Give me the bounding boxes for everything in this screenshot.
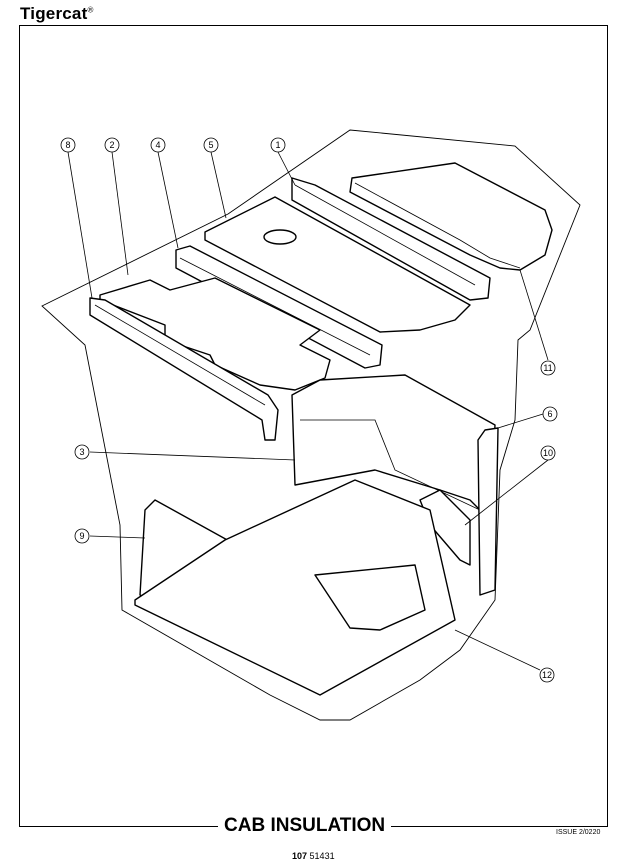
callout-8: 8 [60, 137, 76, 153]
part-11-rear-panel [349, 162, 553, 271]
document-number: 107 51431 [292, 851, 335, 861]
issue-label: ISSUE 2/0220 [556, 829, 601, 836]
document-number-bold: 107 [292, 851, 308, 861]
page-title: CAB INSULATION [218, 814, 392, 838]
part-4-channel [175, 245, 383, 369]
assembly-envelope [41, 129, 581, 721]
document-number-rest: 51431 [309, 851, 335, 861]
part-5-roof-panel [204, 196, 471, 333]
part-12-floor-mat [134, 479, 456, 696]
registered-mark: ® [87, 5, 94, 15]
callout-label: 5 [208, 140, 213, 150]
callout-label: 4 [155, 140, 160, 150]
callout-3: 3 [74, 444, 90, 460]
callout-5: 5 [203, 137, 219, 153]
callout-label: 2 [109, 140, 114, 150]
callout-label: 6 [547, 409, 552, 419]
callout-2: 2 [104, 137, 120, 153]
callout-12: 12 [539, 667, 555, 683]
part-8-edge-strip [89, 297, 279, 441]
callout-6: 6 [542, 406, 558, 422]
leader-lines [67, 151, 549, 671]
callout-label: 11 [543, 363, 552, 373]
callout-label: 3 [79, 447, 84, 457]
part-2-floor-panel [99, 277, 331, 391]
part-6-side-strip [477, 427, 499, 596]
callout-9: 9 [74, 528, 90, 544]
callout-label: 12 [542, 670, 552, 680]
callout-1: 1 [270, 137, 286, 153]
callout-label: 9 [79, 531, 84, 541]
part-1-roof-strip [291, 177, 491, 301]
callout-10: 10 [540, 445, 556, 461]
brand-name: Tigercat [20, 4, 88, 23]
callout-4: 4 [150, 137, 166, 153]
brand-logo: Tigercat® [20, 4, 94, 24]
callout-label: 8 [65, 140, 70, 150]
callout-label: 10 [543, 448, 553, 458]
callout-label: 1 [275, 140, 280, 150]
callout-11: 11 [540, 360, 556, 376]
